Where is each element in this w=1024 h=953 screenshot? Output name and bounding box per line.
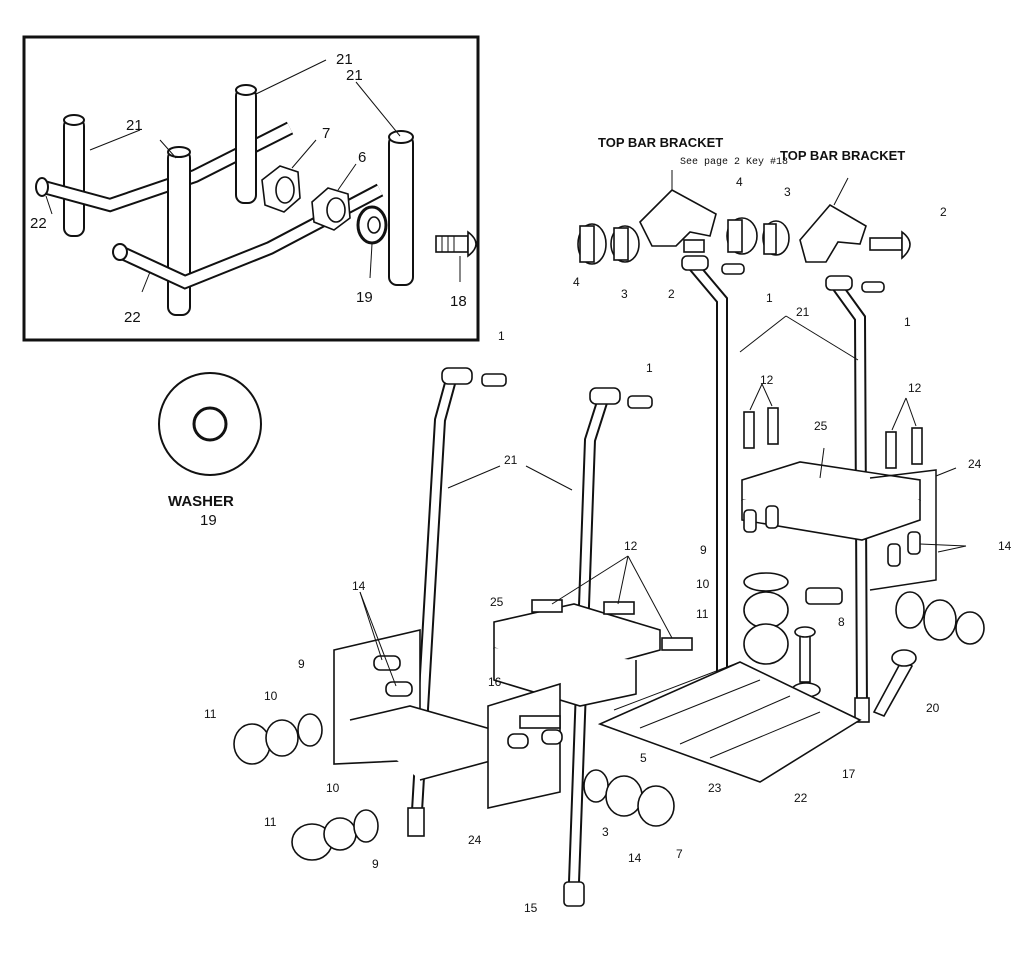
callout-9-left-lower: 9 <box>372 857 379 871</box>
top-bar-bracket-label-right: TOP BAR BRACKET <box>780 148 905 163</box>
callout-24-rear: 24 <box>968 457 982 471</box>
callout-22-footplate: 22 <box>794 791 808 805</box>
top-bracket-right <box>799 177 867 263</box>
see-page-note: See page 2 Key #18 <box>680 157 788 168</box>
washer-hole <box>192 406 228 442</box>
callout-1-rear-right: 1 <box>904 315 911 329</box>
top-bolt-2-right <box>869 230 911 260</box>
callout-1-front-left: 1 <box>498 329 505 343</box>
callout-8: 8 <box>838 615 845 629</box>
right-frame <box>597 255 985 783</box>
inset-callout-22a: 22 <box>30 215 47 232</box>
callout-5: 5 <box>640 751 647 765</box>
inset-washer-19 <box>356 205 388 245</box>
callout-2-left: 2 <box>668 287 675 301</box>
callout-12-rear-right: 12 <box>908 381 922 395</box>
callout-2-right: 2 <box>940 205 947 219</box>
callout-15: 15 <box>524 901 538 915</box>
callout-12-rear-left: 12 <box>760 373 774 387</box>
inset-callout-21a: 21 <box>336 51 353 68</box>
foot-cap-15 <box>563 881 585 907</box>
callout-14-front: 14 <box>352 579 366 593</box>
callouts: 4 3 2 4 3 2 1 1 21 1 1 12 12 25 24 14 21… <box>204 175 1012 915</box>
inset-callout-21b: 21 <box>126 117 143 134</box>
left-frame <box>233 367 693 907</box>
callout-3-right: 3 <box>784 185 791 199</box>
callout-11-left-lower: 11 <box>264 815 277 829</box>
inset-callout-21c: 21 <box>346 67 363 84</box>
washer-number: 19 <box>200 512 217 529</box>
inset-nut-6 <box>311 187 351 231</box>
top-bracket-left <box>639 170 717 247</box>
top-nut-4-left <box>577 223 607 265</box>
callout-10-left-upper: 10 <box>264 689 278 703</box>
callout-14-bottom: 14 <box>628 851 642 865</box>
inset-nut-7 <box>261 165 301 213</box>
callout-16: 16 <box>488 675 502 689</box>
inset-callout-22b: 22 <box>124 309 141 326</box>
callout-14-rear: 14 <box>998 539 1012 553</box>
inset-bolt-18 <box>435 230 477 258</box>
top-nut-3-right <box>762 220 790 256</box>
callout-21-front: 21 <box>504 453 518 467</box>
callout-10-center: 10 <box>696 577 710 591</box>
callout-25-rear: 25 <box>814 419 828 433</box>
callout-21-rear: 21 <box>796 305 810 319</box>
callout-25-front: 25 <box>490 595 504 609</box>
callout-3-left: 3 <box>621 287 628 301</box>
inset-callout-18: 18 <box>450 293 467 310</box>
inset-callout-7: 7 <box>322 125 330 142</box>
inset-upright-rear <box>235 87 257 204</box>
inset-upright-middle <box>167 149 191 316</box>
callout-1-front-right: 1 <box>646 361 653 375</box>
callout-17: 17 <box>842 767 856 781</box>
callout-4-left: 4 <box>573 275 580 289</box>
callout-24-front: 24 <box>468 833 482 847</box>
leader-lines <box>359 315 967 687</box>
top-nut-3-left <box>610 225 640 263</box>
inset-upright-left <box>63 117 85 237</box>
inset-callout-19: 19 <box>356 289 373 306</box>
callout-7-bottom: 7 <box>676 847 683 861</box>
callout-1-rear-left: 1 <box>766 291 773 305</box>
callout-3-bottom: 3 <box>602 825 609 839</box>
callout-11-left-upper: 11 <box>204 707 217 721</box>
callout-9-left-upper: 9 <box>298 657 305 671</box>
top-bar-bracket-label-left: TOP BAR BRACKET <box>598 135 723 150</box>
callout-20: 20 <box>926 701 940 715</box>
washer-label: WASHER <box>168 493 234 510</box>
callout-11-center: 11 <box>696 607 709 621</box>
callout-9-center: 9 <box>700 543 707 557</box>
top-bolt-2-left <box>683 239 705 253</box>
callout-12-front: 12 <box>624 539 638 553</box>
callout-4-right: 4 <box>736 175 743 189</box>
inset-callout-6: 6 <box>358 149 366 166</box>
inset-frame <box>22 35 480 342</box>
inset-detail: 21 21 21 7 6 22 22 19 18 <box>22 35 480 342</box>
callout-10-left-lower: 10 <box>326 781 340 795</box>
callout-23: 23 <box>708 781 722 795</box>
top-nut-4-right <box>726 217 758 255</box>
inset-upright-right <box>388 134 414 286</box>
washer-detail: WASHER 19 <box>158 372 262 529</box>
